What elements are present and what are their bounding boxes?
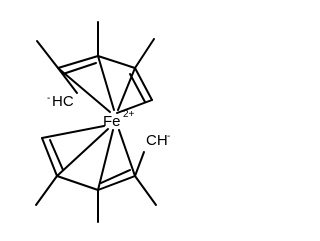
lower-ring: [41, 125, 145, 191]
upper-ring-bond: [57, 55, 99, 69]
lower-ring-double-bond-inner: [100, 169, 131, 184]
lower-iron-bonds: [56, 128, 136, 191]
methyl-bond: [36, 40, 59, 69]
iron-coordination-bond: [97, 55, 115, 111]
upper-ring: [57, 55, 153, 114]
iron-coordination-bond: [97, 129, 114, 191]
lower-ring-bond: [134, 151, 145, 177]
upper-ligand-charge: -: [47, 93, 50, 104]
upper-iron-bonds: [57, 55, 136, 113]
methyl-bond: [134, 38, 155, 69]
lower-ring-bond: [97, 175, 136, 191]
ferrocene-structure-diagram: - HC Fe 2+ CH -: [35, 21, 170, 223]
methyl-bond: [35, 175, 58, 206]
lower-ring-double-bond-inner: [49, 139, 64, 171]
lower-ligand-carbon-label: CH: [146, 132, 168, 149]
iron-atom-label: Fe: [103, 113, 121, 130]
upper-ligand-carbon-label: HC: [52, 93, 74, 110]
upper-ring-double-bond-inner: [62, 62, 97, 75]
upper-ring-bond: [97, 55, 136, 69]
lower-ring-bond: [41, 137, 58, 177]
lower-methyls: [35, 175, 157, 223]
upper-ring-bond: [57, 67, 78, 94]
upper-ring-bond: [134, 67, 153, 101]
iron-charge: 2+: [123, 109, 135, 120]
iron-coordination-bond: [56, 128, 109, 177]
upper-ring-bond: [116, 99, 153, 114]
iron-coordination-bond: [57, 67, 111, 113]
upper-ring-double-bond-inner: [129, 73, 146, 103]
lower-ligand-charge: -: [167, 131, 170, 142]
iron-coordination-bond: [118, 129, 136, 177]
upper-methyls: [36, 21, 155, 69]
iron-coordination-bond: [117, 67, 136, 111]
lower-ring-bond: [56, 175, 99, 191]
methyl-bond: [134, 175, 157, 206]
lower-ring-bond: [41, 125, 105, 139]
